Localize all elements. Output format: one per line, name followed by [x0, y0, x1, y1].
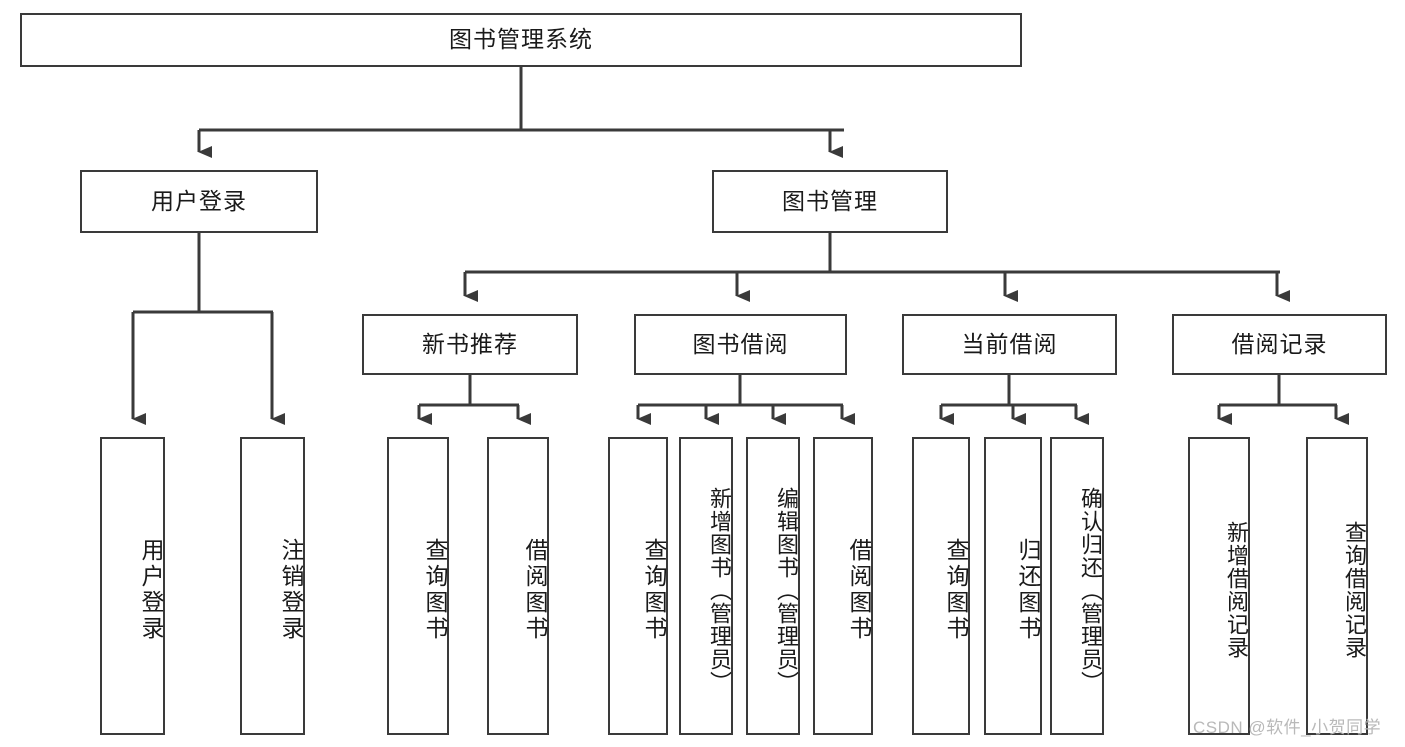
node-user-login[interactable]: 用户登录 — [80, 170, 318, 233]
node-leaf-borrow-book[interactable]: 借阅图书 — [813, 437, 873, 735]
node-new-book-recommend[interactable]: 新书推荐 — [362, 314, 578, 375]
node-leaf-query-book-borrow[interactable]: 查询图书 — [608, 437, 668, 735]
node-leaf-query-borrow-record[interactable]: 查询借阅记录 — [1306, 437, 1368, 735]
node-leaf-logout[interactable]: 注销登录 — [240, 437, 305, 735]
node-leaf-add-borrow-record[interactable]: 新增借阅记录 — [1188, 437, 1250, 735]
node-leaf-confirm-return-admin[interactable]: 确认归还（管理员） — [1050, 437, 1104, 735]
node-current-borrow[interactable]: 当前借阅 — [902, 314, 1117, 375]
node-leaf-add-book-admin[interactable]: 新增图书（管理员） — [679, 437, 733, 735]
node-book-borrow[interactable]: 图书借阅 — [634, 314, 847, 375]
node-leaf-query-book-recommend[interactable]: 查询图书 — [387, 437, 449, 735]
node-leaf-user-login[interactable]: 用户登录 — [100, 437, 165, 735]
csdn-watermark: CSDN @软件_小贺同学 — [1193, 718, 1382, 737]
node-root[interactable]: 图书管理系统 — [20, 13, 1022, 67]
node-leaf-borrow-book-recommend[interactable]: 借阅图书 — [487, 437, 549, 735]
node-book-manage[interactable]: 图书管理 — [712, 170, 948, 233]
node-borrow-record[interactable]: 借阅记录 — [1172, 314, 1387, 375]
node-leaf-return-book[interactable]: 归还图书 — [984, 437, 1042, 735]
node-leaf-edit-book-admin[interactable]: 编辑图书（管理员） — [746, 437, 800, 735]
node-leaf-query-book-current[interactable]: 查询图书 — [912, 437, 970, 735]
